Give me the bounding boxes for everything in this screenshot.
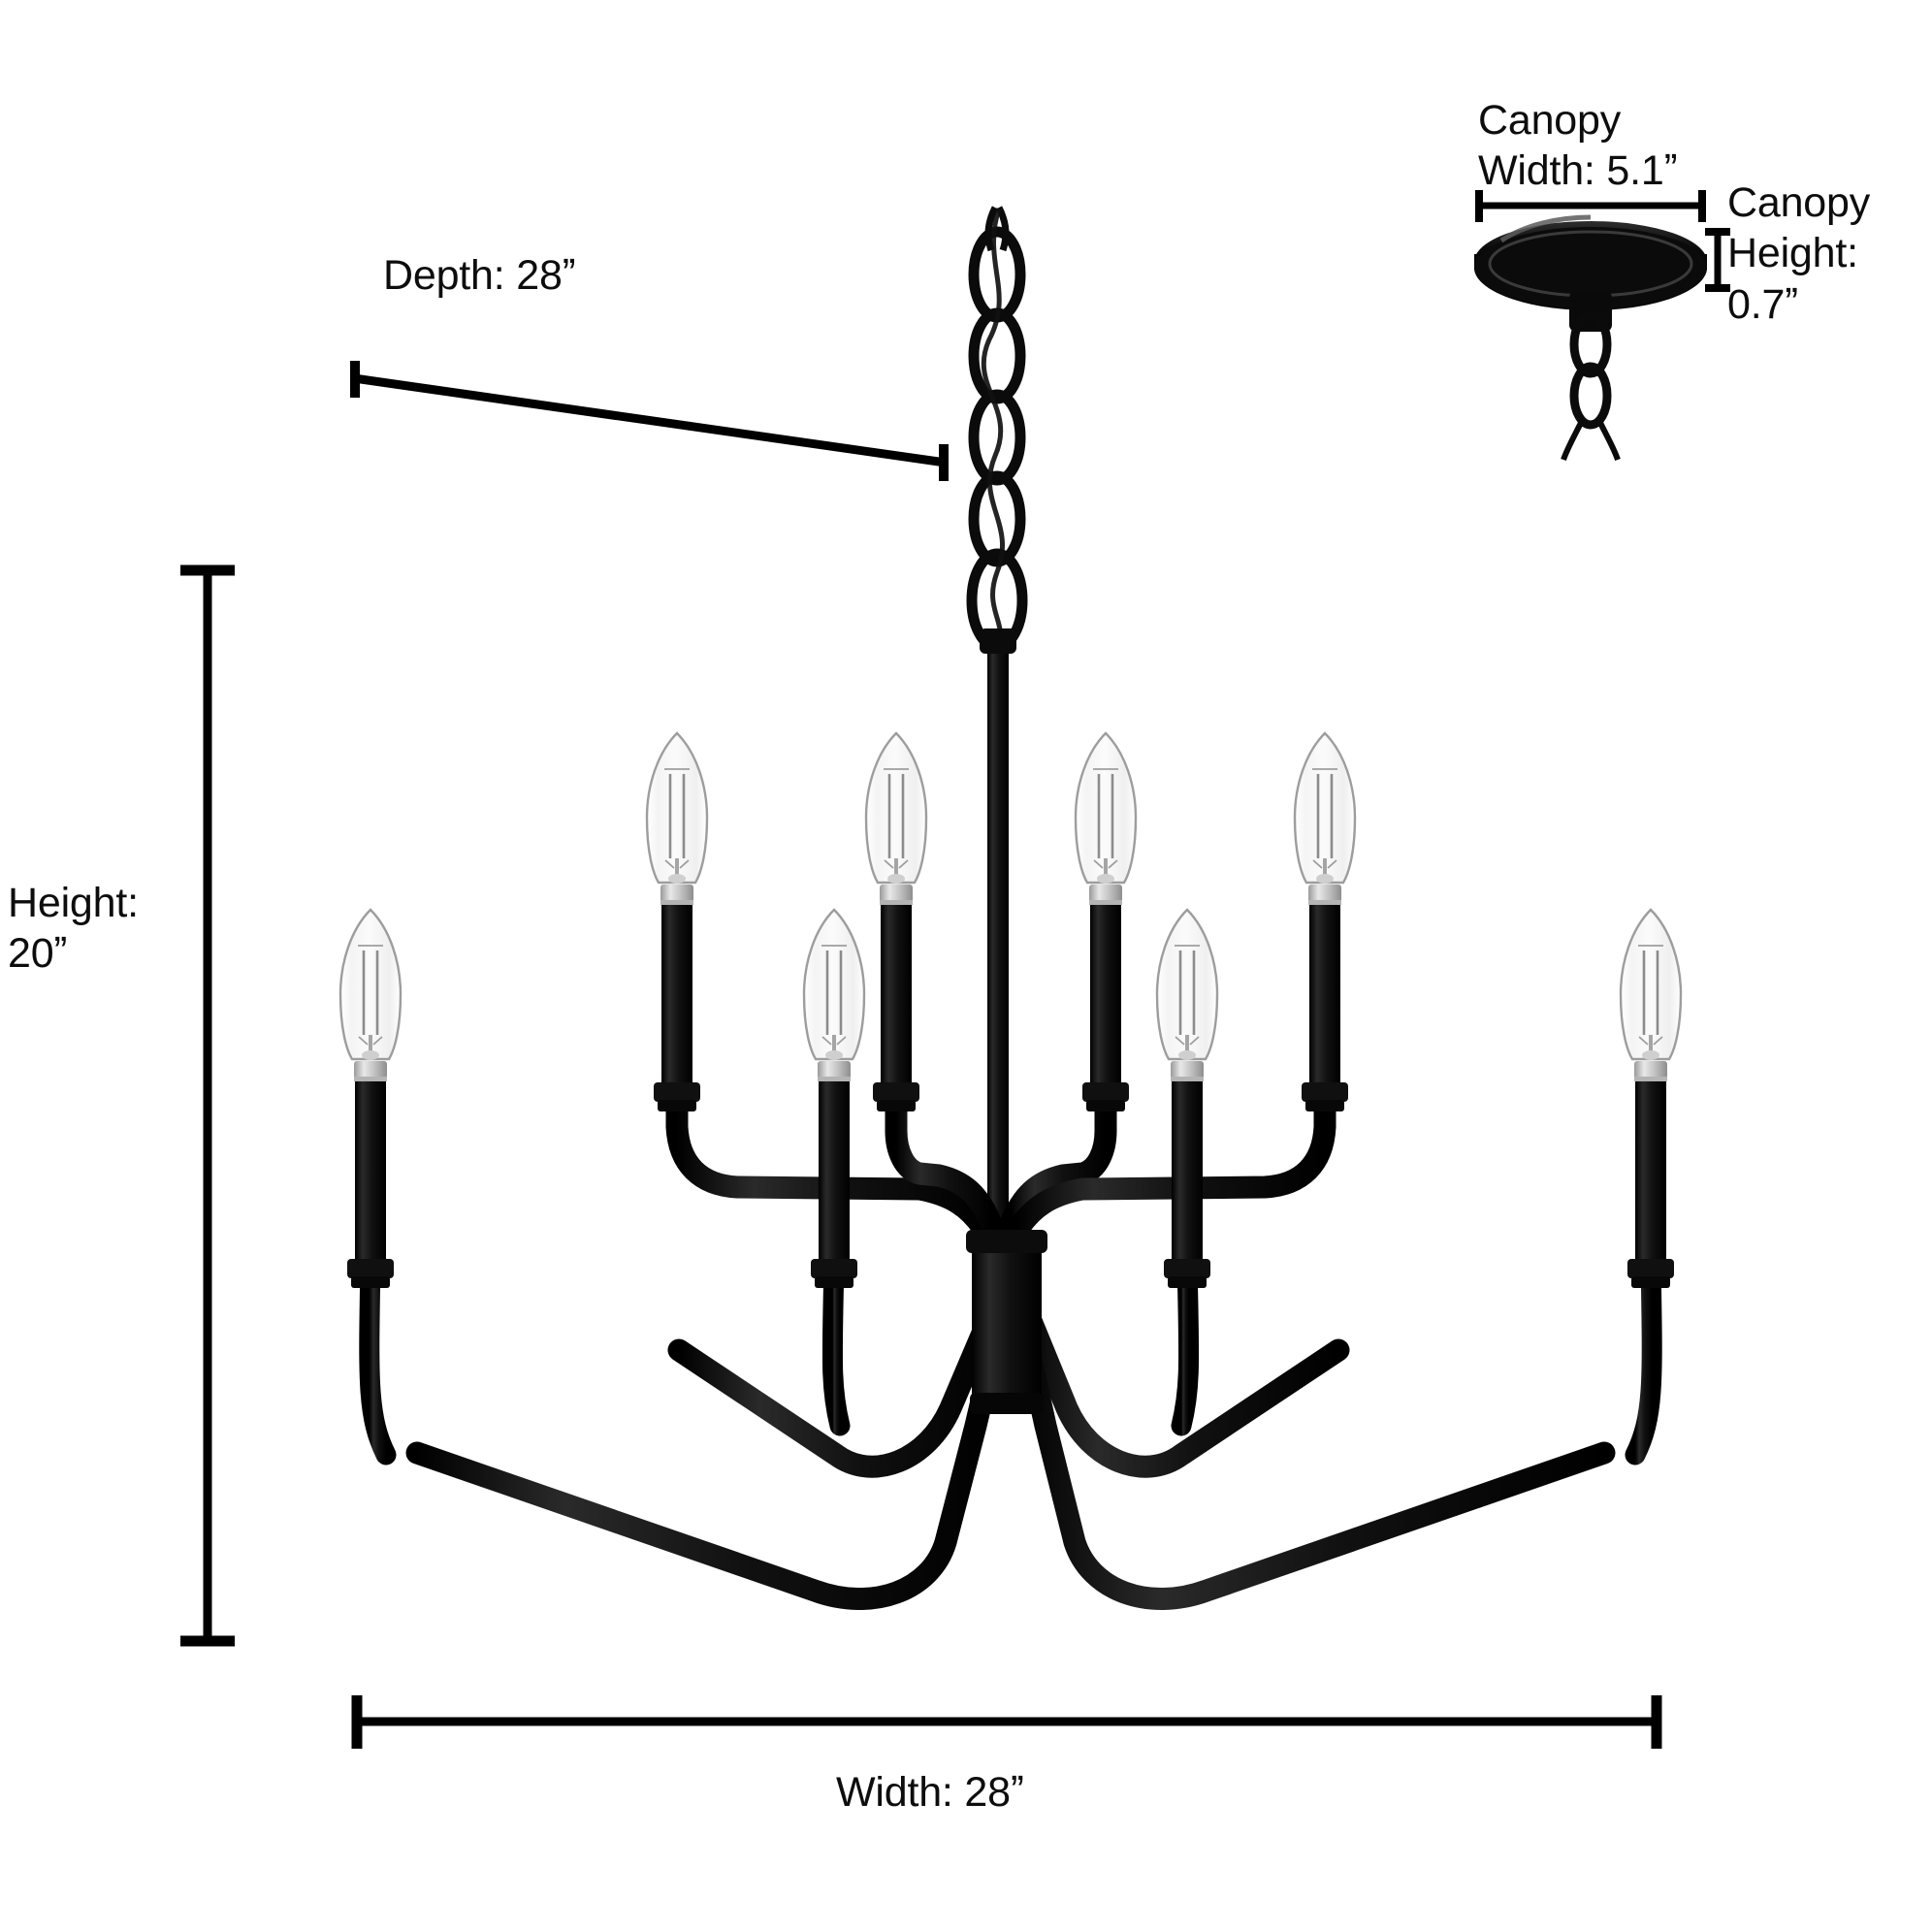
canopy-assembly — [1474, 214, 1707, 461]
upper-arms — [665, 1073, 1336, 1243]
candle-lower-left-outer — [338, 908, 402, 1290]
canopy-height-dimension-line — [1705, 228, 1730, 292]
height-dimension-line — [180, 564, 235, 1647]
candle-upper-left-outer — [645, 731, 709, 1113]
canopy-bottom-face — [1474, 227, 1707, 308]
candle-lower-left-inner — [802, 908, 866, 1290]
canopy-height-label: Canopy Height: 0.7ˮ — [1727, 179, 1871, 328]
depth-label: Depth: 28ˮ — [383, 252, 576, 299]
center-stem — [987, 640, 1009, 1241]
canopy-width-dimension-line — [1475, 190, 1706, 222]
candle-lower-right-inner — [1155, 908, 1219, 1290]
lower-arms — [405, 1273, 1616, 1610]
width-label: Width: 28ˮ — [836, 1769, 1024, 1816]
height-label: Height: 20ˮ — [8, 880, 139, 978]
canopy-width-label: Canopy Width: 5.1ˮ — [1478, 97, 1678, 195]
candle-lower-right-outer — [1619, 908, 1683, 1290]
depth-dimension-line — [350, 361, 949, 481]
center-hub — [966, 1230, 1047, 1414]
power-cord — [981, 208, 1005, 649]
canopy-chain — [1561, 310, 1621, 461]
chandelier-body — [338, 206, 1683, 1610]
canopy-gloss — [1499, 214, 1592, 243]
width-dimension-line — [351, 1695, 1662, 1749]
dimension-lines — [180, 190, 1730, 1749]
candle-upper-right-inner — [1074, 731, 1138, 1113]
lower-arm-risers — [359, 1250, 1662, 1465]
candle-upper-right-outer — [1293, 731, 1357, 1113]
candle-upper-left-inner — [864, 731, 928, 1113]
